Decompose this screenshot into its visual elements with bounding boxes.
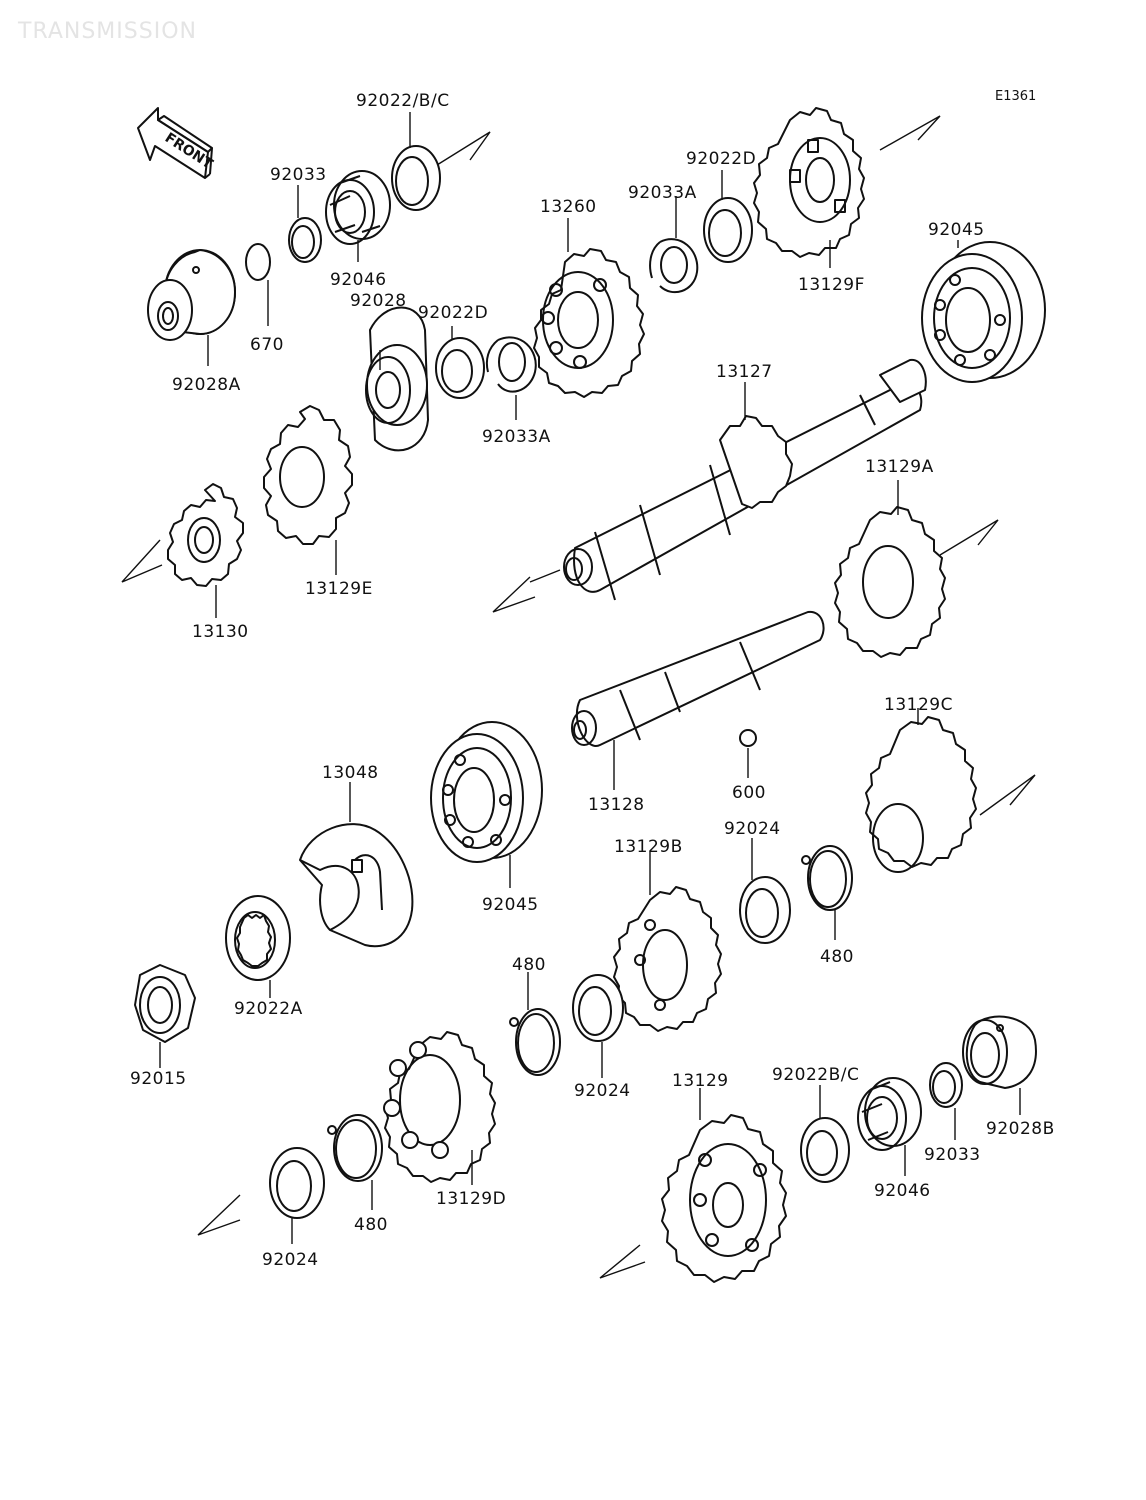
label-13127: 13127 [716, 362, 773, 382]
label-92046-top: 92046 [330, 270, 387, 290]
label-13129a: 13129A [865, 457, 934, 477]
label-13129f: 13129F [798, 275, 865, 295]
callout-labels: 92022/B/C 92033 92046 670 92028A 92028 9… [130, 91, 1055, 1270]
label-13129b: 13129B [614, 837, 683, 857]
axis-lines [121, 115, 1036, 1279]
washer-92022d-mid [435, 337, 485, 399]
label-480-mid: 480 [512, 955, 546, 975]
gear-13129a [834, 506, 946, 658]
label-13128: 13128 [588, 795, 645, 815]
ball-600 [739, 729, 757, 747]
label-13129e: 13129E [305, 579, 373, 599]
bearing-92045-top [921, 241, 1046, 383]
shaft-13127 [563, 358, 927, 601]
circlip-480-mid [509, 1008, 561, 1076]
label-13130: 13130 [192, 622, 249, 642]
gear-13129f [753, 107, 865, 258]
label-92022d-mid: 92022D [418, 303, 488, 323]
label-92028: 92028 [350, 291, 407, 311]
gear-13260 [533, 248, 645, 398]
label-92022-b-c-top: 92022/B/C [356, 91, 450, 111]
label-92024-right: 92024 [724, 819, 781, 839]
circlip-480-right [801, 845, 853, 911]
drawing-code: E1361 [995, 89, 1036, 104]
circlip-670 [245, 243, 271, 281]
circlip-480-bottom [327, 1114, 383, 1182]
watermark-title: TRANSMISSION [17, 19, 197, 44]
hub-13048 [299, 823, 414, 948]
label-92024-mid: 92024 [574, 1081, 631, 1101]
washer-92024-bottom [269, 1147, 325, 1219]
label-92028a: 92028A [172, 375, 241, 395]
front-arrow-icon: FRONT [137, 107, 216, 179]
circlip-92033-top [288, 217, 322, 263]
circlip-92033a-top [649, 238, 699, 294]
collar-92028a [147, 249, 236, 341]
gear-13130 [167, 483, 244, 587]
washer-92024-right [739, 876, 791, 944]
label-92033-top: 92033 [270, 165, 327, 185]
gear-13129e [263, 405, 353, 545]
label-13048: 13048 [322, 763, 379, 783]
label-92022d-top: 92022D [686, 149, 756, 169]
circlip-92033-bottom [929, 1062, 963, 1108]
needle-bearing-92046-bottom [857, 1077, 922, 1151]
label-13129d: 13129D [436, 1189, 506, 1209]
label-92022a: 92022A [234, 999, 303, 1019]
label-92015: 92015 [130, 1069, 187, 1089]
label-13260: 13260 [540, 197, 597, 217]
shaft-13128 [571, 610, 825, 747]
label-92046-bottom: 92046 [874, 1181, 931, 1201]
label-670: 670 [250, 335, 284, 355]
gear-13129 [661, 1114, 787, 1283]
gear-13129d [383, 1031, 496, 1183]
label-92045-mid: 92045 [482, 895, 539, 915]
washer-92022bc-top [391, 145, 441, 211]
nut-92015 [134, 964, 196, 1043]
washer-92022d-top [703, 197, 753, 263]
label-13129c: 13129C [884, 695, 953, 715]
bushing-92028 [365, 306, 429, 452]
gear-13129b [613, 886, 722, 1032]
label-92033-bottom: 92033 [924, 1145, 981, 1165]
washer-92024-mid [572, 974, 624, 1042]
label-92028b: 92028B [986, 1119, 1055, 1139]
label-480-right: 480 [820, 947, 854, 967]
bearing-92045-mid [430, 721, 543, 863]
washer-92022a [225, 895, 291, 981]
collar-92028b [962, 1015, 1037, 1089]
label-92022b-c-bottom: 92022B/C [772, 1065, 859, 1085]
label-600: 600 [732, 783, 766, 803]
label-13129: 13129 [672, 1071, 729, 1091]
leader-lines [159, 112, 1021, 1244]
gear-13129c [865, 716, 977, 873]
label-92033a-top: 92033A [628, 183, 697, 203]
circlip-92033a-mid [485, 336, 537, 393]
washer-92022bc-bottom [800, 1117, 850, 1183]
label-480-bottom: 480 [354, 1215, 388, 1235]
label-92024-bottom: 92024 [262, 1250, 319, 1270]
label-92033a-mid: 92033A [482, 427, 551, 447]
label-92045-top: 92045 [928, 220, 985, 240]
needle-bearing-92046-top [325, 170, 391, 245]
